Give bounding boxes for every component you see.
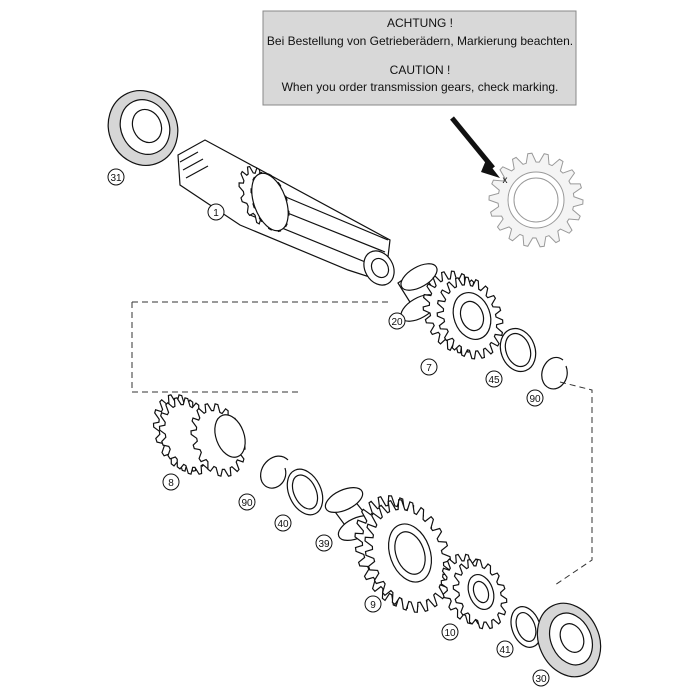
circlip-90-upper — [541, 357, 568, 390]
gear-10 — [440, 553, 508, 630]
callout-label: 10 — [444, 628, 456, 639]
callout-label: 90 — [529, 394, 541, 405]
notice-en-title: CAUTION ! — [390, 63, 451, 77]
main-shaft-1 — [177, 139, 395, 286]
thrust-washer-45 — [499, 327, 537, 373]
callout-9: 9 — [364, 595, 382, 613]
thrust-washer-41 — [510, 606, 542, 648]
callout-90-upper: 90 — [526, 389, 544, 407]
notice-de-text: Bei Bestellung von Getrieberädern, Marki… — [267, 34, 573, 48]
callout-label: 9 — [370, 600, 376, 611]
callout-label: 41 — [499, 645, 511, 656]
callout-1: 1 — [207, 203, 225, 221]
circlip-90-lower — [260, 455, 289, 489]
callout-label: 20 — [391, 317, 403, 328]
callout-label: 45 — [488, 375, 500, 386]
callout-8: 8 — [162, 473, 180, 491]
caution-notice: ACHTUNG ! Bei Bestellung von Getrieberäd… — [262, 10, 577, 106]
callout-40: 40 — [274, 514, 292, 532]
notice-de-title: ACHTUNG ! — [387, 16, 453, 30]
callout-41: 41 — [496, 640, 514, 658]
notice-en-text: When you order transmission gears, check… — [282, 80, 559, 94]
ball-bearing-31 — [107, 90, 179, 166]
callout-30: 30 — [532, 669, 550, 687]
mark-symbol: x — [503, 175, 508, 186]
gear-8 — [152, 394, 246, 477]
callout-label: 40 — [277, 519, 289, 530]
marking-arrow — [450, 116, 500, 178]
callout-label: 8 — [168, 478, 174, 489]
callout-7: 7 — [420, 358, 438, 376]
ball-bearing-30 — [536, 602, 602, 678]
callout-31: 31 — [107, 168, 125, 186]
callout-label: 90 — [241, 498, 253, 509]
callout-label: 39 — [318, 539, 330, 550]
thrust-washer-40 — [286, 468, 324, 516]
callout-label: 30 — [535, 674, 547, 685]
callout-45: 45 — [485, 370, 503, 388]
callout-20: 20 — [388, 312, 406, 330]
gear-9 — [354, 495, 452, 613]
callout-label: 7 — [426, 363, 432, 374]
assembly-dashed-outline — [131, 301, 593, 586]
callout-label: 1 — [213, 208, 219, 219]
callout-label: 31 — [110, 173, 122, 184]
marked-gear-icon: x — [488, 152, 584, 248]
callout-10: 10 — [441, 623, 459, 641]
callout-39: 39 — [315, 534, 333, 552]
callout-90-lower: 90 — [238, 493, 256, 511]
gear-7 — [422, 270, 504, 360]
